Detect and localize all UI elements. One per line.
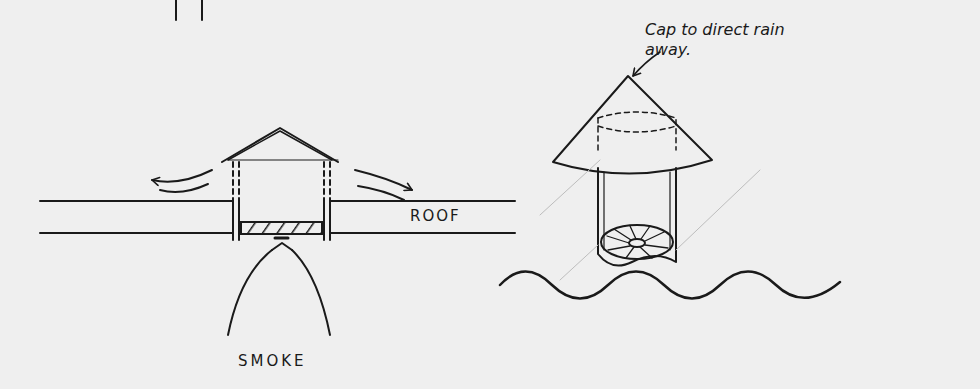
part-label: ROOF — [410, 207, 461, 226]
roof-lines — [40, 201, 515, 233]
vent-housing — [222, 128, 338, 240]
smoke-arrows — [228, 243, 330, 335]
top-stroke — [175, 0, 177, 20]
part-label: SMOKE — [238, 352, 307, 371]
corrugated-roof-profile — [500, 272, 840, 299]
cap-detail — [540, 76, 760, 280]
top-stroke — [201, 0, 203, 20]
airflow-arrows — [152, 170, 412, 200]
callout-note: Cap to direct rain away. — [645, 20, 815, 60]
